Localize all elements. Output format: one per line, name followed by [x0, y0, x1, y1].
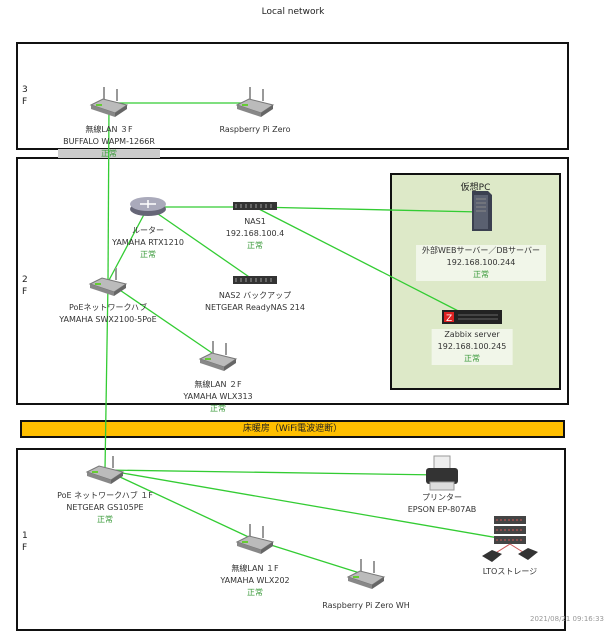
node-model: NETGEAR ReadyNAS 214	[205, 303, 305, 312]
switch-icon[interactable]	[83, 452, 127, 488]
node-status: 正常	[139, 250, 156, 259]
node-label-hub1f[interactable]: PoE ネットワークハブ １F NETGEAR GS105PE 正常	[57, 490, 153, 526]
timestamp: 2021/08/21 09:16:33	[529, 615, 604, 623]
zabbix-server-icon[interactable]: Z	[442, 310, 502, 326]
floor-1f-area	[16, 448, 566, 631]
node-status: 正常	[246, 588, 263, 597]
node-status: 正常	[472, 270, 489, 279]
link-ap1f-rpiwh	[254, 539, 367, 576]
node-status: 正常	[101, 149, 117, 158]
storage-icon[interactable]	[480, 514, 540, 566]
node-model: EPSON EP-807AB	[407, 505, 477, 514]
node-name: PoEネットワークハブ	[68, 303, 148, 312]
node-label-rpi0[interactable]: Raspberry Pi Zero	[219, 124, 290, 136]
node-model: 192.168.100.4	[225, 229, 285, 238]
node-label-ap3f[interactable]: 無線LAN ３F BUFFALO WAPM-1266R 正常	[63, 124, 155, 160]
node-name: NAS2 バックアップ	[218, 291, 292, 300]
node-status: 正常	[97, 515, 113, 524]
node-name: PoE ネットワークハブ １F	[57, 491, 153, 500]
node-label-lto[interactable]: LTOストレージ	[483, 566, 537, 578]
node-name: プリンター	[421, 493, 462, 502]
wireless-ap-icon[interactable]	[344, 557, 388, 593]
node-label-ap1f[interactable]: 無線LAN １F YAMAHA WLX202 正常	[220, 563, 289, 599]
router-icon[interactable]	[128, 194, 168, 220]
node-name: Raspberry Pi Zero WH	[322, 601, 410, 610]
node-label-nas1[interactable]: NAS1 192.168.100.4 正常	[226, 216, 285, 252]
node-status: 正常	[464, 354, 480, 363]
link-hub2f-hub1f	[104, 281, 109, 471]
svg-text:Z: Z	[446, 314, 452, 324]
node-model: 192.168.100.244	[446, 258, 516, 267]
node-name: 無線LAN ２F	[194, 380, 242, 389]
node-name: 無線LAN ３F	[85, 125, 133, 134]
floor-3f-area	[16, 42, 569, 150]
rack-server-icon[interactable]	[233, 276, 277, 286]
node-name: Zabbix server	[444, 330, 500, 339]
node-model: YAMAHA RTX1210	[112, 238, 184, 247]
node-model: 192.168.100.245	[437, 342, 507, 351]
node-name: LTOストレージ	[482, 567, 538, 576]
floor-heating-banner: 床暖房（WiFi電波遮断）	[20, 420, 565, 438]
tower-server-icon[interactable]	[468, 189, 494, 235]
map-title: Local network	[261, 7, 325, 17]
virtual-pc-label: 仮想PC	[460, 183, 491, 193]
floor-label-3f: 3 F	[22, 85, 28, 107]
node-status: 正常	[247, 241, 263, 250]
link-router-nas2	[147, 206, 256, 282]
wireless-ap-icon[interactable]	[196, 339, 240, 375]
floor-label-1f: 1 F	[22, 531, 28, 553]
node-status: 正常	[209, 404, 226, 413]
link-hub1f-ap1f	[104, 469, 256, 541]
node-label-router[interactable]: ルーター YAMAHA RTX1210 正常	[112, 225, 184, 261]
link-nas1-zabbix	[254, 206, 473, 319]
link-nas1-web	[254, 206, 482, 213]
wireless-ap-icon[interactable]	[233, 85, 277, 121]
wireless-ap-icon[interactable]	[87, 85, 131, 121]
link-hub1f-printer	[104, 469, 443, 476]
wireless-ap-icon[interactable]	[233, 522, 277, 558]
node-name: ルーター	[131, 226, 164, 235]
node-model: BUFFALO WAPM-1266R	[63, 137, 155, 146]
node-name: Raspberry Pi Zero	[219, 125, 291, 134]
printer-icon[interactable]	[422, 454, 462, 496]
node-label-hub2f[interactable]: PoEネットワークハブ YAMAHA SWX2100-5PoE	[59, 302, 156, 326]
link-hub1f-lto	[104, 469, 511, 541]
node-label-zabbix[interactable]: Zabbix server 192.168.100.245 正常	[431, 329, 513, 365]
node-label-ap2f[interactable]: 無線LAN ２F YAMAHA WLX313 正常	[183, 379, 252, 415]
node-label-web[interactable]: 外部WEBサーバー／DBサーバー 192.168.100.244 正常	[416, 245, 546, 281]
rack-server-icon[interactable]	[233, 202, 277, 212]
node-model: NETGEAR GS105PE	[66, 503, 144, 512]
node-label-rpiwh[interactable]: Raspberry Pi Zero WH	[322, 600, 410, 612]
node-model: YAMAHA SWX2100-5PoE	[59, 315, 157, 324]
switch-icon[interactable]	[86, 264, 130, 300]
link-hub2f-ap2f	[107, 281, 219, 358]
node-name: 外部WEBサーバー／DBサーバー	[422, 246, 540, 255]
node-model: YAMAHA WLX313	[183, 392, 253, 401]
link-router-hub2f	[107, 206, 149, 283]
node-label-printer[interactable]: プリンター EPSON EP-807AB	[408, 492, 477, 516]
node-model: YAMAHA WLX202	[220, 576, 290, 585]
node-name: NAS1	[244, 217, 266, 226]
node-label-nas2[interactable]: NAS2 バックアップ NETGEAR ReadyNAS 214	[205, 290, 305, 314]
floor-label-2f: 2 F	[22, 275, 28, 297]
node-name: 無線LAN １F	[231, 564, 279, 573]
link-ap3f-hub2f	[107, 102, 110, 283]
